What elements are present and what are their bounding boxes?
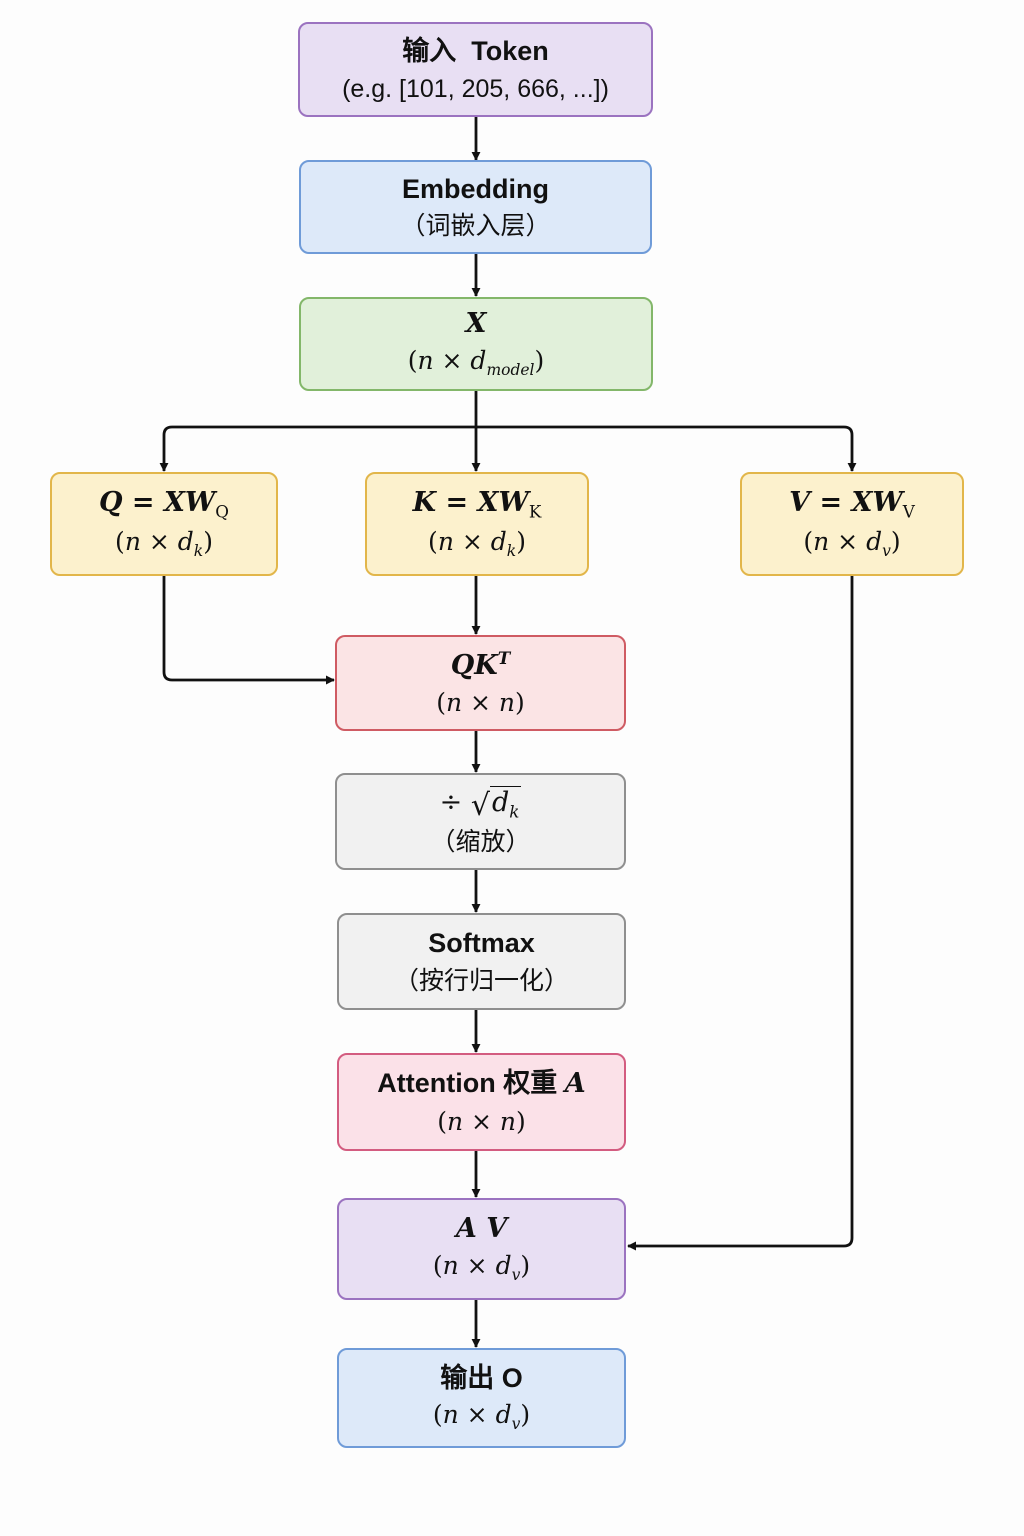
q-dim-index: k bbox=[193, 542, 204, 561]
softmax-title: Softmax bbox=[428, 928, 535, 959]
input-title-en: Token bbox=[471, 36, 549, 67]
arrow-v-av bbox=[627, 576, 854, 1251]
output-dim-d: d bbox=[495, 1400, 512, 1430]
v-rhs-index: V bbox=[902, 501, 915, 522]
input-title-cn: 输入 bbox=[402, 36, 457, 67]
qkt-base: QK bbox=[450, 649, 498, 681]
attention-symbol: A bbox=[564, 1068, 586, 1100]
q-dim-d: d bbox=[177, 527, 194, 557]
v-formula: V = XWV bbox=[789, 486, 915, 522]
output-dimension: (n × dv) bbox=[432, 1400, 531, 1434]
av-node: A V (n × dv) bbox=[337, 1198, 626, 1300]
av-dim-d: d bbox=[495, 1251, 512, 1281]
sqrt-symbol: √dk bbox=[470, 785, 522, 824]
output-node: 输出 O (n × dv) bbox=[337, 1348, 626, 1448]
divide-sign: ÷ bbox=[439, 787, 463, 819]
arrow-x-q bbox=[159, 425, 476, 472]
v-lhs: V bbox=[789, 486, 811, 518]
scale-node: ÷ √dk （缩放） bbox=[335, 773, 626, 870]
k-projection-node: K = XWK (n × dk) bbox=[365, 472, 589, 576]
q-lhs: Q bbox=[99, 486, 123, 518]
attention-dimension: (n × n) bbox=[437, 1106, 526, 1136]
x-dim-d: d bbox=[470, 346, 487, 376]
attention-title: Attention 权重 A bbox=[377, 1067, 585, 1100]
q-rhs-index: Q bbox=[215, 501, 229, 522]
k-dim-d: d bbox=[490, 527, 507, 557]
k-dimension: (n × dk) bbox=[428, 527, 526, 561]
av-symbol: A V bbox=[455, 1213, 508, 1244]
qkt-node: QKT (n × n) bbox=[335, 635, 626, 731]
q-projection-node: Q = XWQ (n × dk) bbox=[50, 472, 278, 576]
input-subtitle: (e.g. [101, 205, 666, ...]) bbox=[342, 74, 609, 103]
input-token-node: 输入 Token (e.g. [101, 205, 666, ...]) bbox=[298, 22, 653, 117]
softmax-node: Softmax （按行归一化） bbox=[337, 913, 626, 1010]
v-rhs: XW bbox=[851, 486, 903, 518]
embedding-title: Embedding bbox=[402, 173, 549, 204]
input-title: 输入 Token bbox=[402, 35, 549, 67]
arrow-q-qkt bbox=[162, 576, 335, 685]
qkt-dimension: (n × n) bbox=[436, 688, 525, 718]
v-dim-index: v bbox=[882, 542, 891, 561]
v-dim-d: d bbox=[866, 527, 883, 557]
x-dimension: (n × dmodel) bbox=[407, 346, 545, 380]
output-dim-index: v bbox=[511, 1415, 521, 1434]
k-formula: K = XWK bbox=[412, 486, 542, 522]
arrow-x-v bbox=[476, 425, 857, 472]
q-dimension: (n × dk) bbox=[115, 527, 213, 561]
sqrt-radicand-index: k bbox=[509, 801, 520, 822]
x-dim-index: model bbox=[486, 361, 535, 380]
qkt-sup: T bbox=[497, 647, 511, 668]
k-dim-index: k bbox=[506, 542, 517, 561]
softmax-subtitle: （按行归一化） bbox=[393, 966, 569, 995]
output-title: 输出 O bbox=[440, 1363, 523, 1393]
scale-subtitle: （缩放） bbox=[430, 828, 531, 857]
scale-formula: ÷ √dk bbox=[439, 785, 522, 824]
embedding-subtitle: （词嵌入层） bbox=[400, 212, 551, 241]
attention-dim-cols: n bbox=[499, 1106, 517, 1136]
qkt-dim-cols: n bbox=[498, 688, 516, 718]
av-dimension: (n × dv) bbox=[432, 1251, 531, 1285]
attention-dim-rows: n bbox=[446, 1106, 464, 1136]
embedding-node: Embedding （词嵌入层） bbox=[299, 160, 652, 254]
qkt-dim-rows: n bbox=[445, 688, 463, 718]
k-rhs: XW bbox=[477, 486, 529, 518]
v-projection-node: V = XWV (n × dv) bbox=[740, 472, 964, 576]
qkt-formula: QKT bbox=[451, 648, 510, 682]
v-dimension: (n × dv) bbox=[803, 527, 901, 561]
q-rhs: XW bbox=[163, 486, 216, 518]
attention-weights-node: Attention 权重 A (n × n) bbox=[337, 1053, 626, 1151]
sqrt-radicand: d bbox=[491, 786, 510, 818]
x-symbol: X bbox=[465, 308, 487, 339]
x-matrix-node: X (n × dmodel) bbox=[299, 297, 653, 391]
attention-title-text: Attention 权重 bbox=[377, 1068, 558, 1099]
av-dim-index: v bbox=[511, 1266, 521, 1285]
k-rhs-index: K bbox=[528, 501, 542, 522]
k-lhs: K bbox=[412, 486, 437, 518]
q-formula: Q = XWQ bbox=[99, 486, 229, 522]
